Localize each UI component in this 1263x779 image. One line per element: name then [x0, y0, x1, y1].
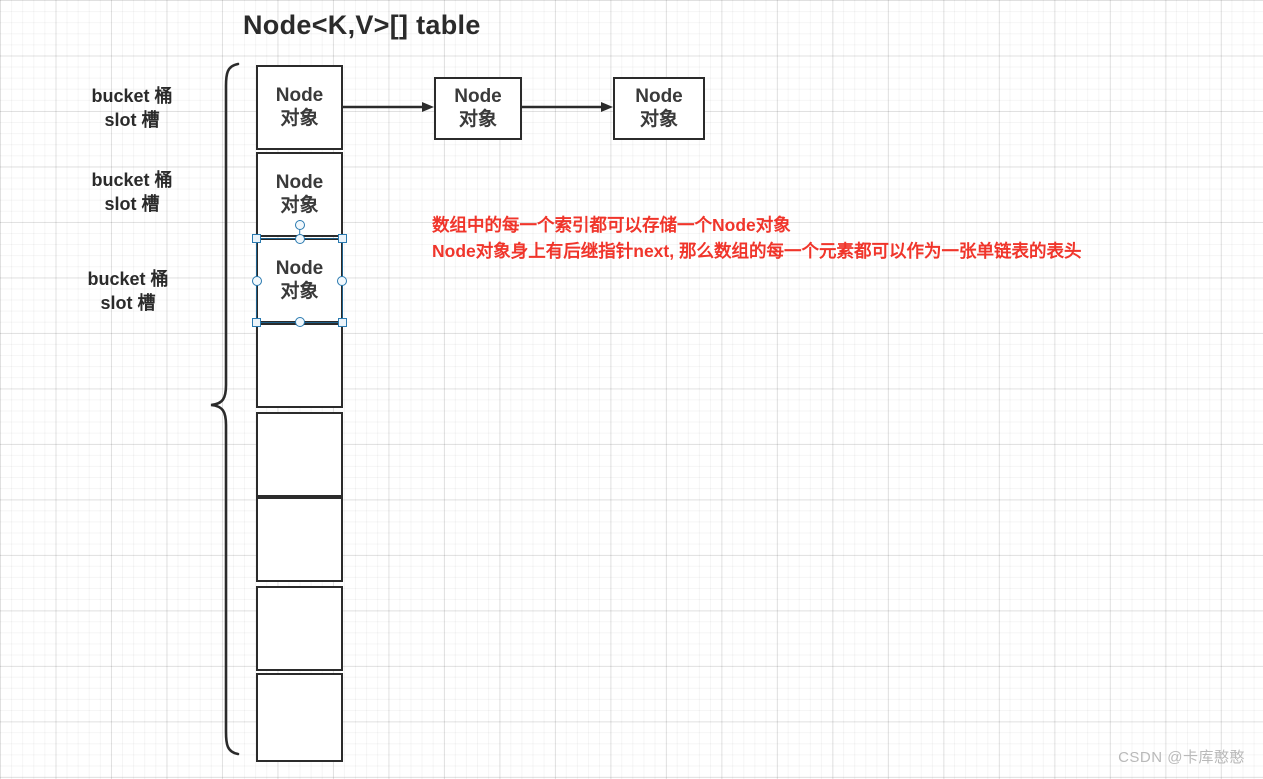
array-cell-2-line2: 对象 — [280, 280, 319, 302]
array-cell-3[interactable] — [256, 323, 343, 408]
array-brace-icon — [210, 62, 240, 756]
next-pointer-arrow-0-icon — [343, 102, 434, 112]
array-cell-1[interactable]: Node 对象 — [256, 152, 343, 237]
linked-node-1[interactable]: Node 对象 — [434, 77, 522, 140]
array-cell-7[interactable] — [256, 673, 343, 762]
bucket-slot-label-1: bucket 桶 slot 槽 — [91, 170, 173, 215]
annotation-line-2: Node对象身上有后继指针next, 那么数组的每一个元素都可以作为一张单链表的… — [432, 241, 1082, 262]
array-cell-1-line2: 对象 — [280, 194, 319, 216]
bucket-slot-label-2: bucket 桶 slot 槽 — [87, 269, 169, 314]
array-cell-0[interactable]: Node 对象 — [256, 65, 343, 150]
array-cell-6[interactable] — [256, 586, 343, 671]
array-cell-4[interactable] — [256, 412, 343, 497]
array-cell-5[interactable] — [256, 497, 343, 582]
annotation-text: 数组中的每一个索引都可以存储一个Node对象 Node对象身上有后继指针next… — [432, 212, 1081, 265]
array-cell-1-line1: Node — [275, 172, 324, 194]
array-cell-0-line1: Node — [275, 85, 324, 107]
annotation-line-1: 数组中的每一个索引都可以存储一个Node对象 — [432, 215, 791, 235]
linked-node-2-line2: 对象 — [639, 108, 678, 130]
next-pointer-arrow-1-icon — [522, 102, 613, 112]
linked-node-2-line1: Node — [635, 86, 683, 108]
array-cell-0-line2: 对象 — [280, 107, 319, 129]
linked-node-1-line2: 对象 — [458, 108, 497, 130]
watermark: CSDN @卡库憨憨 — [1118, 749, 1245, 766]
array-cell-2-line1: Node — [275, 258, 324, 280]
linked-node-2[interactable]: Node 对象 — [613, 77, 705, 140]
linked-node-1-line1: Node — [454, 86, 502, 108]
bucket-slot-label-0: bucket 桶 slot 槽 — [91, 86, 173, 131]
array-cell-2-selected[interactable]: Node 对象 — [256, 238, 343, 323]
page-title: Node<K,V>[] table — [243, 10, 481, 40]
